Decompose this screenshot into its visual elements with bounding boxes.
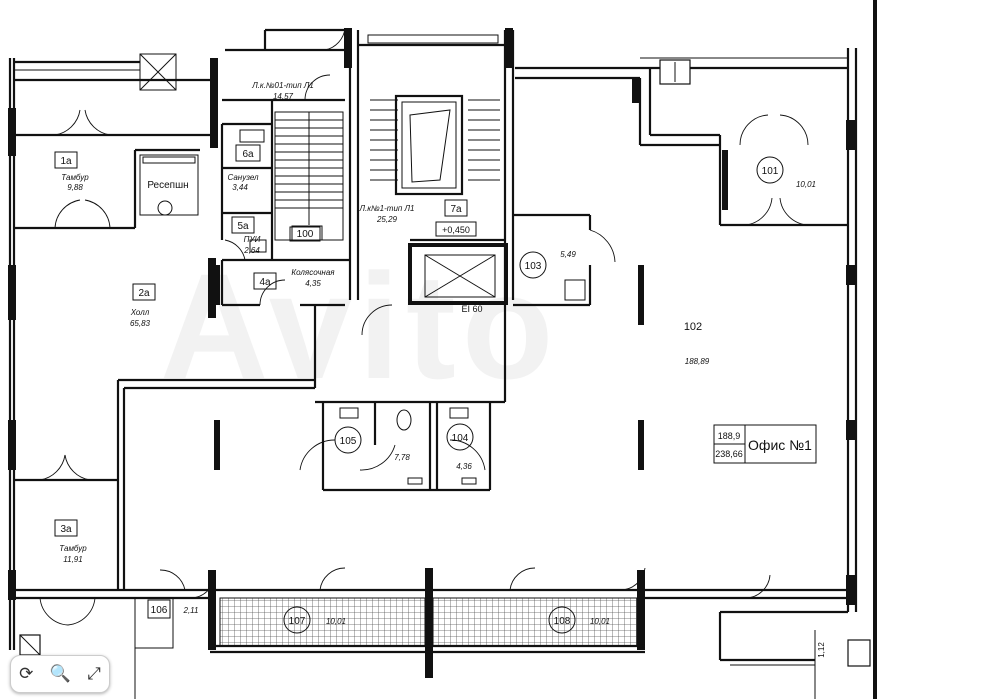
room-2a-num: 2a	[138, 288, 150, 299]
room-6a-name: Санузел	[227, 173, 259, 182]
room-105-num: 105	[340, 436, 357, 447]
room-106-marker	[147, 599, 171, 619]
room-6a-area: 3,44	[232, 183, 248, 192]
room-106-area: 2,11	[183, 606, 199, 615]
room-1a-marker	[54, 151, 78, 169]
office-area-2: 238,66	[715, 449, 743, 459]
room-4a-num: 4a	[259, 277, 271, 288]
room-1a-area: 9,88	[67, 183, 83, 192]
room-103-num: 103	[525, 261, 542, 272]
room-1a-num: 1a	[60, 156, 72, 167]
shaft-box	[847, 639, 871, 667]
room-105-marker	[334, 426, 362, 454]
room-1a-name: Тамбур	[61, 173, 89, 182]
rotate-icon[interactable]: ⟳	[19, 664, 34, 684]
room-107-marker	[283, 606, 311, 634]
room-100-marker	[289, 226, 321, 242]
room-2a-name: Холл	[130, 308, 150, 317]
office-label	[713, 424, 817, 464]
room-4a-area: 4,35	[305, 279, 321, 288]
room-4a-marker	[253, 272, 277, 290]
room-3a-num: 3a	[60, 524, 72, 535]
room-5a-area: 2,64	[243, 246, 260, 255]
room-104-area: 4,36	[456, 462, 472, 471]
interior-walls	[14, 94, 848, 590]
image-viewer-toolbar: ⟳ 🔍 ⤢	[10, 655, 110, 693]
room-labels: 1a Тамбур 9,88 Ресепшн 6a Санузел 3,44 5…	[59, 81, 826, 658]
room-7a-marker	[444, 199, 468, 217]
elevator-label: EI 60	[461, 304, 482, 314]
room-2a-marker	[132, 283, 156, 301]
stair-mid-label: Л.к№1-тип Л1	[359, 204, 415, 213]
level-marker	[435, 221, 477, 237]
room-104-marker	[446, 423, 474, 451]
room-108-num: 108	[554, 616, 571, 627]
doors	[39, 27, 809, 626]
stair-mid-area: 25,29	[376, 215, 398, 224]
stair-treads-100	[275, 119, 343, 209]
outer-walls	[8, 0, 877, 699]
room-107-area: 10,01	[326, 617, 346, 626]
room-103-area: 5,49	[560, 250, 576, 259]
room-101-num: 101	[762, 166, 779, 177]
room-3a-area: 11,91	[63, 555, 82, 564]
room-105-area: 7,78	[394, 453, 410, 462]
room-107-num: 107	[289, 616, 306, 627]
level-label: +0,450	[442, 225, 470, 235]
room-102-num: 102	[684, 321, 702, 333]
room-3a-name: Тамбур	[59, 544, 87, 553]
room-5a-marker	[231, 216, 255, 234]
room-103-marker	[519, 251, 547, 279]
room-106-num: 106	[151, 605, 168, 616]
room-4a-name: Колясочная	[291, 268, 335, 277]
terrace	[134, 597, 645, 699]
room-101-marker	[756, 156, 784, 184]
office-area-1: 188,9	[718, 431, 741, 441]
columns	[8, 28, 856, 678]
room-101-area: 10,01	[796, 180, 816, 189]
reception-label: Ресепшн	[147, 180, 188, 191]
room-5a-num: 5a	[237, 221, 249, 232]
room-102-area: 188,89	[685, 357, 710, 366]
dimension-label: 1,12	[817, 642, 826, 658]
room-2a-area: 65,83	[130, 319, 151, 328]
room-108-area: 10,01	[590, 617, 610, 626]
expand-icon[interactable]: ⤢	[87, 664, 101, 684]
room-7a-num: 7a	[450, 204, 462, 215]
room-100-num: 100	[297, 229, 314, 240]
room-3a-marker	[54, 519, 78, 537]
stair-treads-main	[370, 99, 500, 181]
stair-top-area: 14,57	[273, 92, 294, 101]
room-108-marker	[548, 606, 576, 634]
room-5a-name: ПУИ	[244, 235, 261, 244]
room-6a-marker	[235, 144, 261, 162]
search-icon[interactable]: 🔍	[49, 664, 71, 684]
room-104-num: 104	[452, 433, 469, 444]
stair-top-label: Л.к.№01-тип Л1	[251, 81, 314, 90]
room-6a-num: 6a	[242, 149, 254, 160]
office-title: Офис №1	[748, 437, 812, 453]
